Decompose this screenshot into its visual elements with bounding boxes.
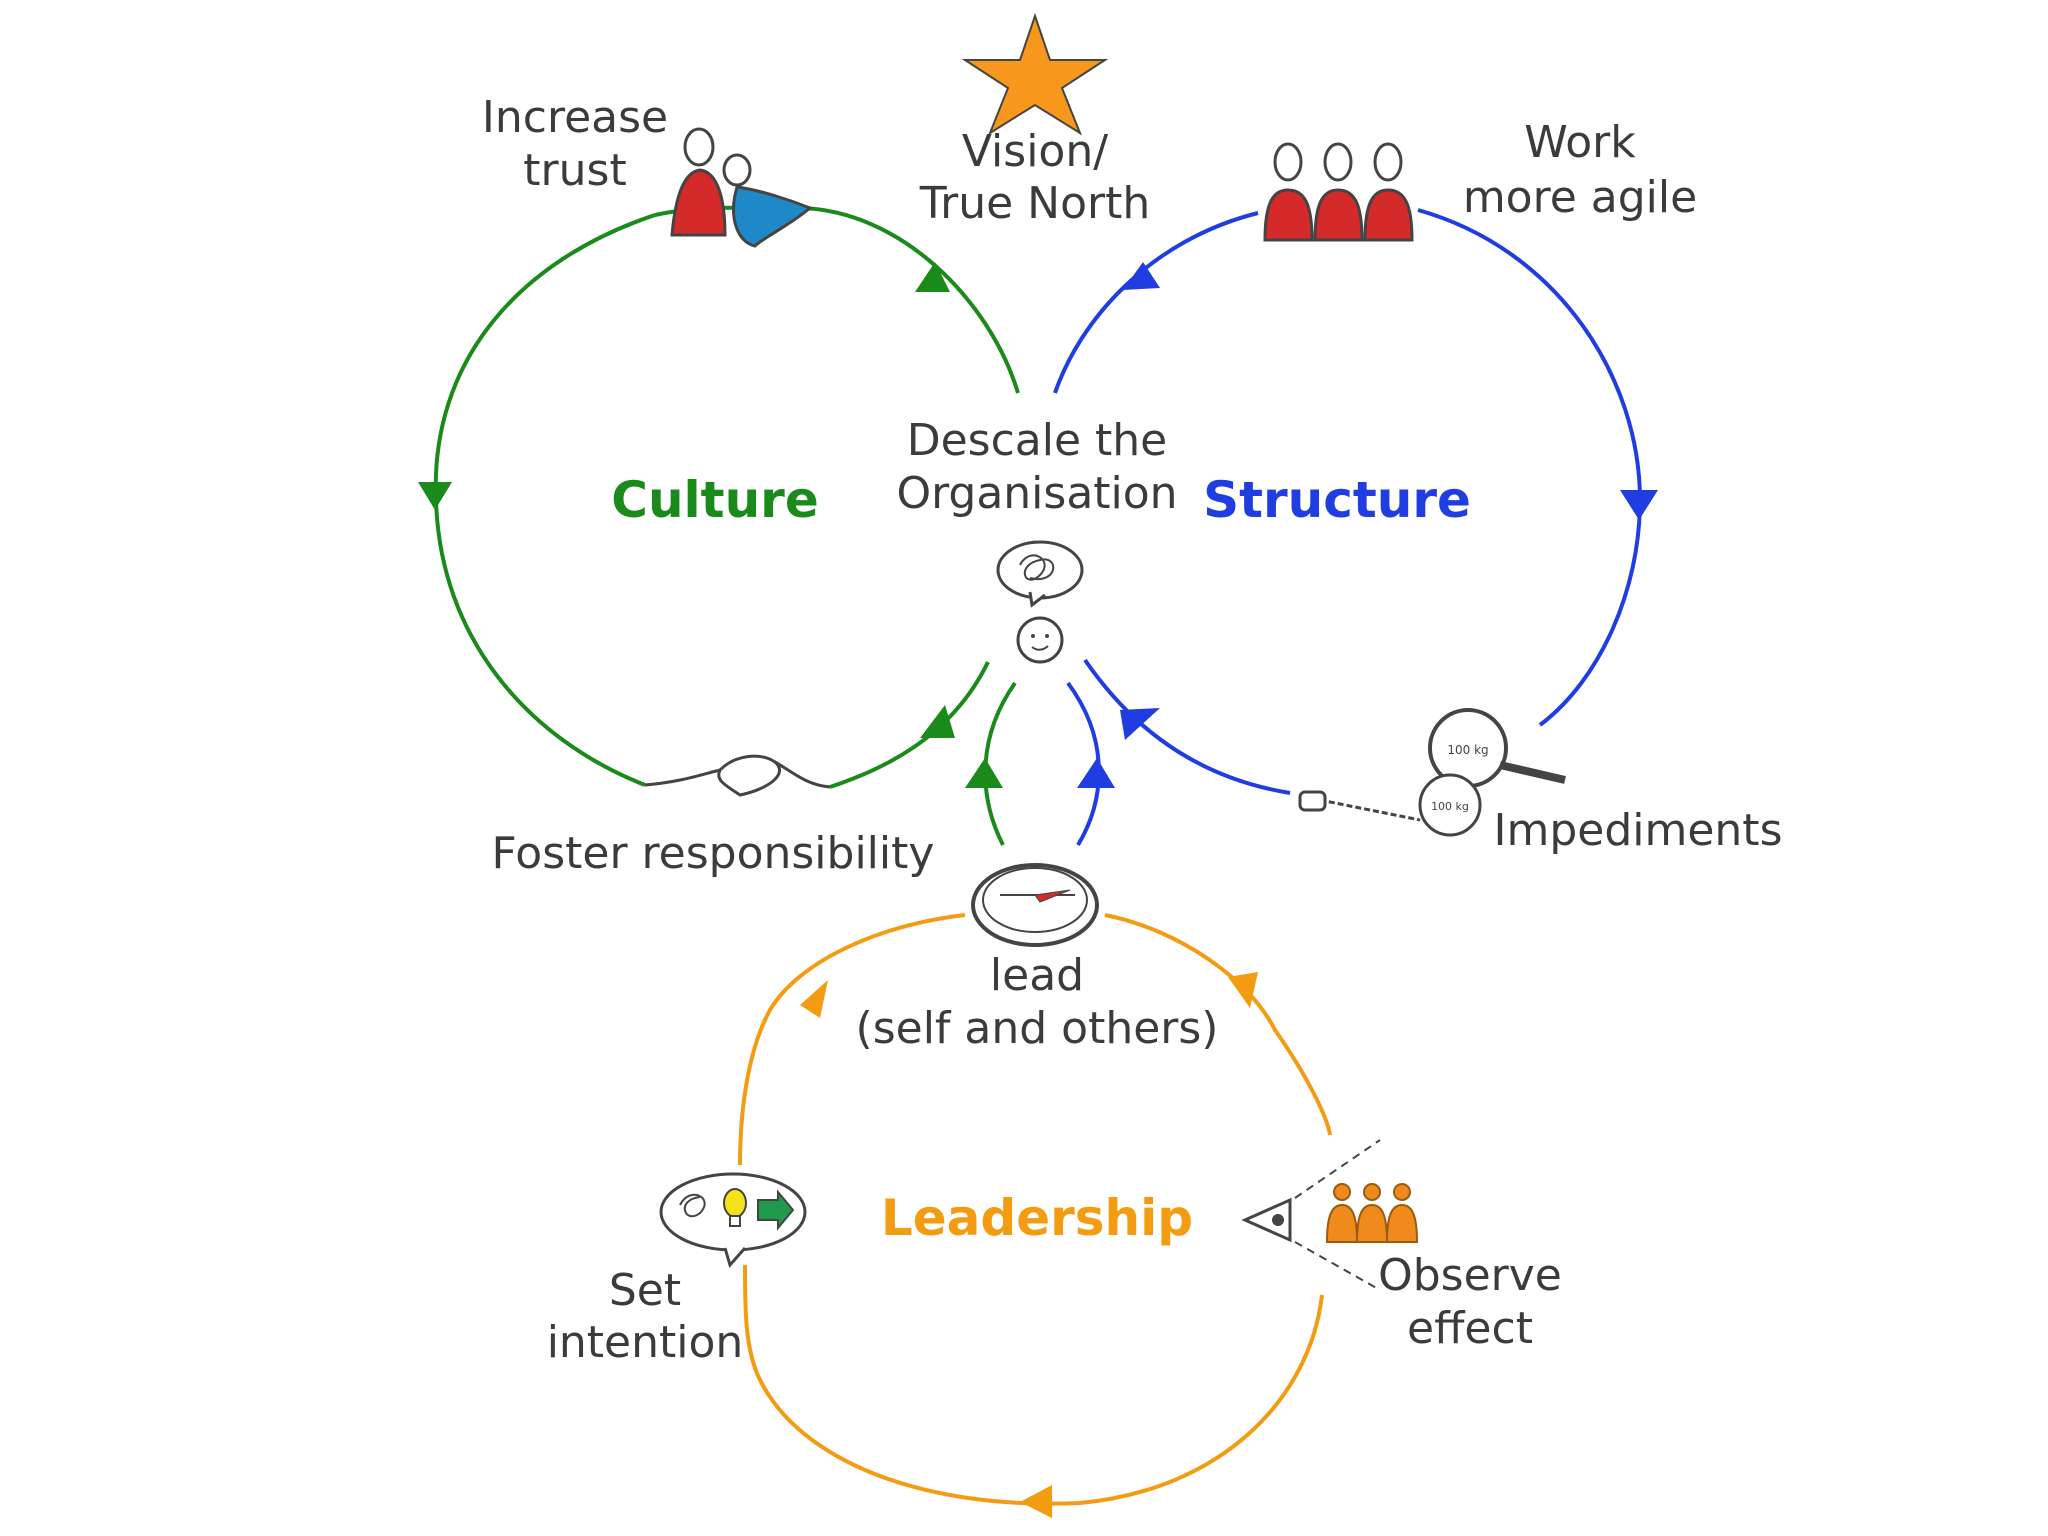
- leadership-loop: [738, 913, 1332, 1506]
- descale-label-2: Organisation: [896, 468, 1177, 519]
- structure-loop: [1053, 208, 1643, 795]
- structure-arrowhead-right: [1620, 490, 1658, 520]
- weight-label-1: 100 kg: [1447, 743, 1488, 757]
- descale-label-1: Descale the: [907, 415, 1168, 466]
- culture-label: Culture: [611, 471, 819, 529]
- observe-effect-label-2: effect: [1407, 1303, 1533, 1354]
- leadership-arrowhead-bottom: [1020, 1485, 1052, 1518]
- weight-label-2: 100 kg: [1431, 800, 1469, 813]
- leadership-arrowhead-left: [800, 980, 828, 1018]
- structure-label: Structure: [1203, 471, 1471, 529]
- structure-arc-right: [1417, 208, 1643, 727]
- work-agile-label-2: more agile: [1463, 172, 1697, 223]
- leadership-arrowheads: [800, 972, 1258, 1518]
- structure-arc-top: [1053, 211, 1259, 394]
- culture-arrowhead-bottom: [920, 705, 955, 738]
- observed-team-icon: [1325, 1183, 1419, 1243]
- structure-arc-bottom: [1083, 658, 1291, 795]
- handshake-icon: [644, 754, 831, 797]
- vision-label-2: True North: [919, 178, 1151, 229]
- lead-label-1: lead: [990, 950, 1084, 1001]
- work-agile-label-1: Work: [1524, 117, 1636, 168]
- leadership-arc-top-left: [738, 913, 966, 1166]
- set-intention-label-2: intention: [547, 1317, 744, 1368]
- culture-arc-bottom: [829, 661, 990, 789]
- lead-label-2: (self and others): [856, 1003, 1219, 1054]
- star-icon: [961, 12, 1109, 136]
- eye-icon: [1241, 1139, 1381, 1291]
- leadership-arc-bottom-right: [1079, 1294, 1324, 1505]
- observe-effect-label-1: Observe: [1378, 1250, 1562, 1301]
- structure-arrowhead-bottom: [1120, 708, 1160, 740]
- leadership-arc-bottom-left: [743, 1264, 1081, 1506]
- leadership-label: Leadership: [881, 1189, 1193, 1247]
- vision-label-1: Vision/: [962, 126, 1108, 177]
- structure-arrowhead-lead: [1077, 758, 1115, 788]
- ball-and-chain-icon: 100 kg: [1298, 773, 1482, 837]
- leadership-arrowhead-right: [1228, 972, 1258, 1008]
- team-icon: [1263, 142, 1414, 242]
- increase-trust-label-2: trust: [523, 145, 626, 196]
- impediments-label: Impediments: [1494, 805, 1783, 856]
- increase-trust-label-1: Increase: [482, 92, 668, 143]
- structure-arrowheads: [1077, 262, 1658, 788]
- set-intention-label-1: Set: [609, 1265, 681, 1316]
- culture-lead-link: [983, 681, 1017, 846]
- culture-arrowhead-left: [418, 482, 452, 510]
- handshake-people-icon: [670, 127, 813, 248]
- speech-bubble-idea-icon: [659, 1172, 807, 1269]
- foster-responsibility-label: Foster responsibility: [492, 828, 935, 879]
- structure-arrowhead-top: [1123, 262, 1160, 290]
- person-icon: [1016, 616, 1064, 664]
- compass-icon: [971, 863, 1099, 947]
- thought-bubble-icon: [996, 540, 1084, 608]
- culture-arrowhead-top: [915, 262, 950, 292]
- leadership-arc-top-right: [1104, 913, 1332, 1136]
